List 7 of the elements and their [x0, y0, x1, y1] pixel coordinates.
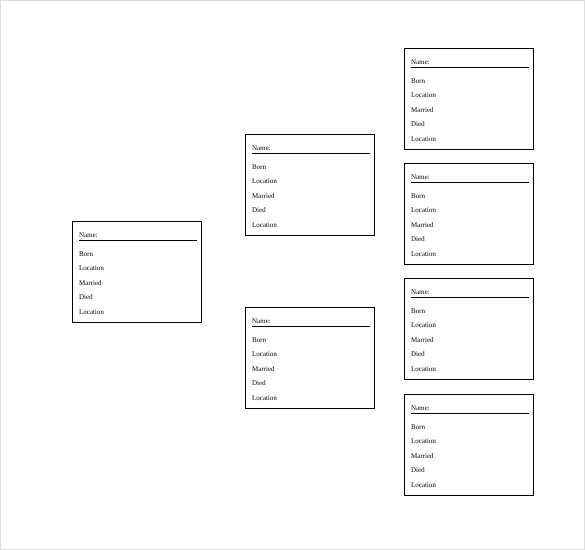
person-card: [404, 394, 534, 496]
person-card: [245, 307, 375, 409]
person-card: [404, 48, 534, 150]
person-card: [72, 221, 202, 323]
person-card: [245, 134, 375, 236]
person-card: [404, 278, 534, 380]
person-card: [404, 163, 534, 265]
